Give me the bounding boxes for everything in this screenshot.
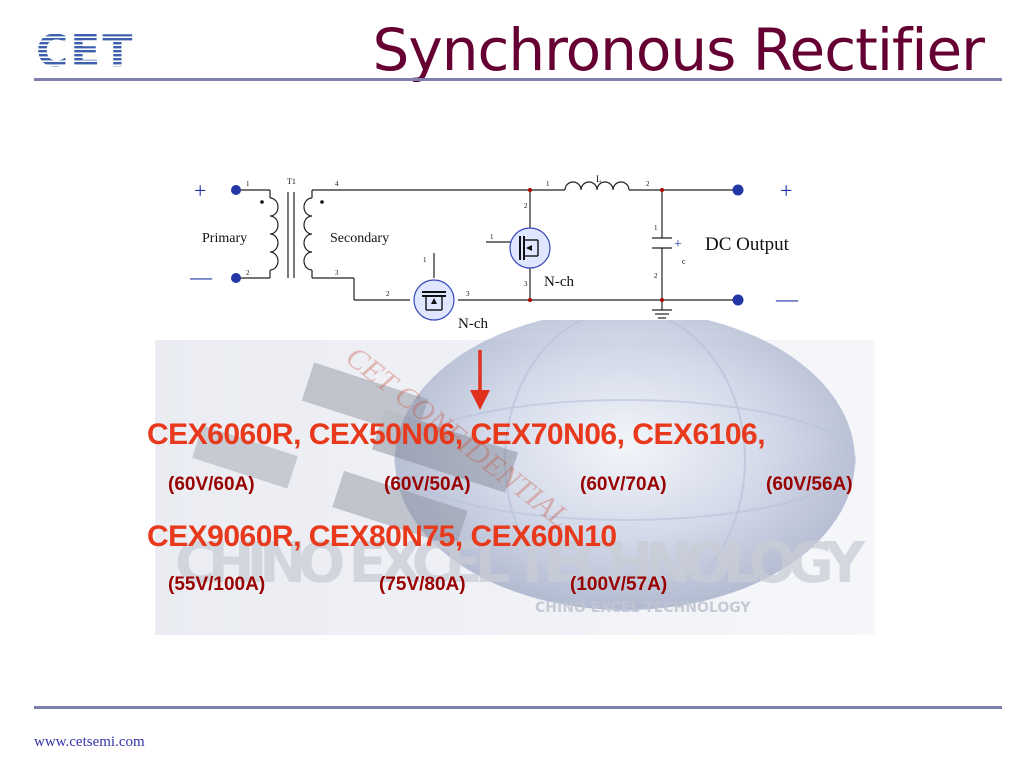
watermark-background: CHINO EXCEL TECHNOLOGY CHINO EXCEL TECHN… <box>155 320 875 635</box>
output-minus-sign: — <box>775 286 799 311</box>
spec-row1-2: (60V/50A) <box>384 474 471 495</box>
svg-text:1: 1 <box>246 180 250 188</box>
svg-text:3: 3 <box>524 280 528 288</box>
primary-minus-sign: — <box>190 264 213 289</box>
terminal-primary-plus <box>231 185 241 195</box>
primary-plus-sign: + <box>194 178 206 203</box>
spec-row2-2: (75V/80A) <box>379 574 466 595</box>
svg-text:2: 2 <box>246 269 250 277</box>
svg-text:1: 1 <box>423 256 427 264</box>
primary-label: Primary <box>202 231 247 246</box>
secondary-label: Secondary <box>330 231 389 246</box>
watermark-company-big: CHINO EXCEL TECHNOLOGY <box>175 531 866 596</box>
svg-text:3: 3 <box>466 290 470 298</box>
mosfet-top-label: N-ch <box>544 274 574 290</box>
terminal-output-minus <box>732 294 744 306</box>
terminal-primary-minus <box>231 273 241 283</box>
down-arrow-icon <box>470 350 490 410</box>
mosfet-top-icon <box>509 227 551 269</box>
spec-row2-3: (100V/57A) <box>570 574 668 595</box>
logo-text: CET <box>36 26 134 72</box>
watermark-company-small: CHINO EXCEL TECHNOLOGY <box>535 600 751 616</box>
inductor-label: L <box>596 174 602 184</box>
spec-row1-4: (60V/56A) <box>766 474 853 495</box>
page-title: Synchronous Rectifier <box>372 16 985 84</box>
transformer-label: T1 <box>287 177 296 186</box>
spec-row1-3: (60V/70A) <box>580 474 667 495</box>
output-plus-sign: + <box>780 178 792 203</box>
mosfet-bottom-label: N-ch <box>458 316 488 332</box>
mosfet-bottom-icon <box>413 279 455 321</box>
title-divider <box>34 78 1002 81</box>
svg-text:1: 1 <box>490 233 494 241</box>
svg-text:1: 1 <box>546 180 550 188</box>
svg-text:2: 2 <box>386 290 390 298</box>
terminal-output-plus <box>732 184 744 196</box>
parts-row-1: CEX6060R, CEX50N06, CEX70N06, CEX6106, <box>147 418 766 451</box>
capacitor-label: c <box>682 257 686 266</box>
footer-url[interactable]: www.cetsemi.com <box>34 734 145 750</box>
spec-row2-1: (55V/100A) <box>168 574 266 595</box>
svg-text:4: 4 <box>335 180 339 188</box>
svg-text:2: 2 <box>646 180 650 188</box>
circuit-diagram: + — + — + Primary Secondary DC Output N-… <box>190 174 799 332</box>
footer-divider <box>34 706 1002 709</box>
cet-logo: CET <box>36 26 134 72</box>
parts-row-2: CEX9060R, CEX80N75, CEX60N10 <box>147 520 617 553</box>
svg-text:1: 1 <box>654 224 658 232</box>
svg-text:2: 2 <box>524 202 528 210</box>
svg-text:3: 3 <box>335 269 339 277</box>
dc-output-label: DC Output <box>705 234 790 255</box>
svg-text:2: 2 <box>654 272 658 280</box>
capacitor-plus-sign: + <box>674 237 682 252</box>
spec-row1-1: (60V/60A) <box>168 474 255 495</box>
